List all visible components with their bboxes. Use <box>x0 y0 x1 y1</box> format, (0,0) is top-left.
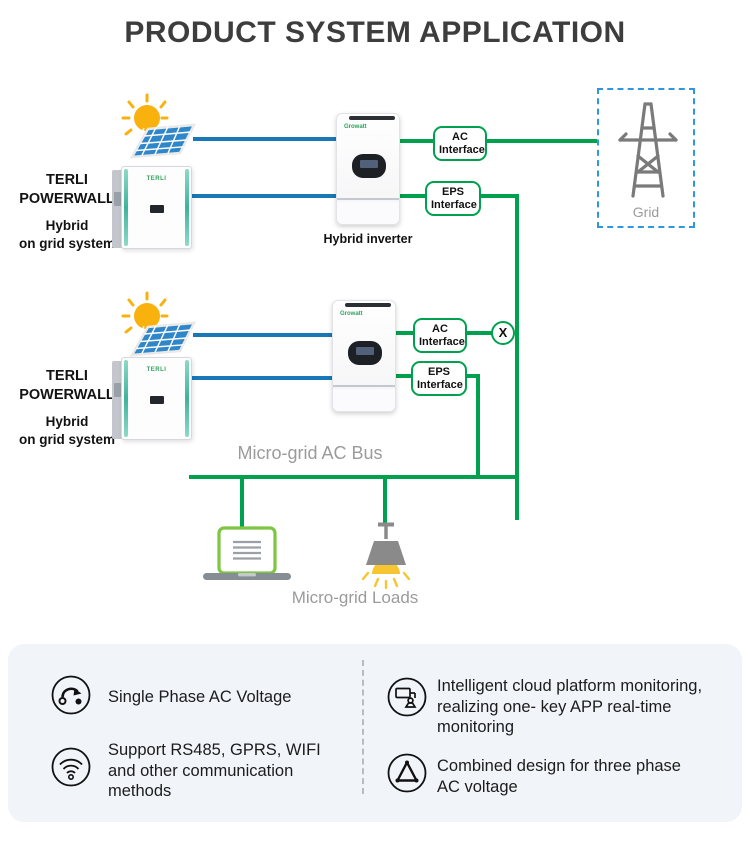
transmission-tower-icon <box>618 102 678 198</box>
pendant-lamp-icon <box>361 522 411 590</box>
eps-vertical-line <box>476 374 480 479</box>
battery-powerwall: TERLI <box>112 166 192 252</box>
pv-dc-line <box>193 137 339 141</box>
battery-port <box>114 192 121 206</box>
load-drop-line <box>383 479 387 525</box>
system1-name-label: TERLI POWERWALL <box>19 172 115 207</box>
battery-brand-logo: TERLI <box>146 367 167 373</box>
feature-text: Support RS485, GPRS, WIFI and other comm… <box>108 741 321 801</box>
inverter-screen <box>352 154 386 178</box>
inverter-brand-logo: Growatt <box>340 311 363 317</box>
inverter-display <box>356 347 374 355</box>
battery-accent-stripe <box>185 360 189 437</box>
battery-display <box>150 205 164 213</box>
ac-line-to-grid <box>400 139 597 143</box>
grid-label: Grid <box>632 204 660 220</box>
eps-interface-badge: EPS Interface <box>425 181 481 217</box>
cloud-monitoring-icon <box>387 677 427 717</box>
feature-text: Single Phase AC Voltage <box>108 688 292 706</box>
laptop-icon <box>203 526 291 580</box>
eps-vertical-line <box>515 194 519 520</box>
page-title: PRODUCT SYSTEM APPLICATION <box>124 16 626 49</box>
inverter-vent <box>349 116 395 120</box>
wifi-icon <box>51 747 91 787</box>
ac-interface-badge: AC Interface <box>413 318 467 354</box>
system2-mode-label: Hybrid on grid system <box>18 414 116 447</box>
delta-icon <box>387 753 427 793</box>
battery-port <box>114 383 121 397</box>
eps-interface-badge: EPS Interface <box>411 361 467 397</box>
panel-divider <box>362 660 364 794</box>
hybrid-inverter: Growatt <box>332 300 396 412</box>
inverter-screen <box>348 341 382 365</box>
battery-dc-line <box>191 376 334 380</box>
pv-dc-line <box>193 333 334 337</box>
inverter-bottom-band <box>333 389 395 411</box>
load-drop-line <box>240 479 244 528</box>
features-panel: Single Phase AC Voltage Support RS485, G… <box>8 644 742 822</box>
micro-grid-bus-label: Micro-grid AC Bus <box>237 443 383 463</box>
inverter-bottom-band <box>337 202 399 224</box>
system2-name-label: TERLI POWERWALL <box>19 368 115 403</box>
micro-grid-ac-bus-line <box>189 475 519 479</box>
battery-powerwall: TERLI <box>112 357 192 443</box>
inverter-label: Hybrid inverter <box>323 232 413 246</box>
micro-grid-loads-label: Micro-grid Loads <box>291 588 419 607</box>
battery-front: TERLI <box>121 357 192 440</box>
inverter-display <box>360 160 378 168</box>
battery-display <box>150 396 164 404</box>
battery-dc-line <box>191 194 339 198</box>
ac-junction-x: X <box>491 321 515 345</box>
feature-text: Combined design for three phase AC volta… <box>437 757 681 796</box>
inverter-vent <box>345 303 391 307</box>
utility-grid-box: Grid <box>597 88 695 228</box>
solar-panel-icon <box>121 291 197 357</box>
battery-accent-stripe <box>185 169 189 246</box>
inverter-seam <box>333 385 395 387</box>
battery-accent-stripe <box>124 360 128 437</box>
ac-interface-badge: AC Interface <box>433 126 487 162</box>
battery-accent-stripe <box>124 169 128 246</box>
phase-arrow-icon <box>51 675 91 715</box>
feature-text: Intelligent cloud platform monitoring, r… <box>437 677 703 737</box>
battery-brand-logo: TERLI <box>146 176 167 182</box>
solar-panel-icon <box>121 93 197 159</box>
system1-mode-label: Hybrid on grid system <box>18 218 116 251</box>
inverter-seam <box>337 198 399 200</box>
hybrid-inverter: Growatt <box>336 113 400 225</box>
battery-front: TERLI <box>121 166 192 249</box>
inverter-brand-logo: Growatt <box>344 124 367 130</box>
